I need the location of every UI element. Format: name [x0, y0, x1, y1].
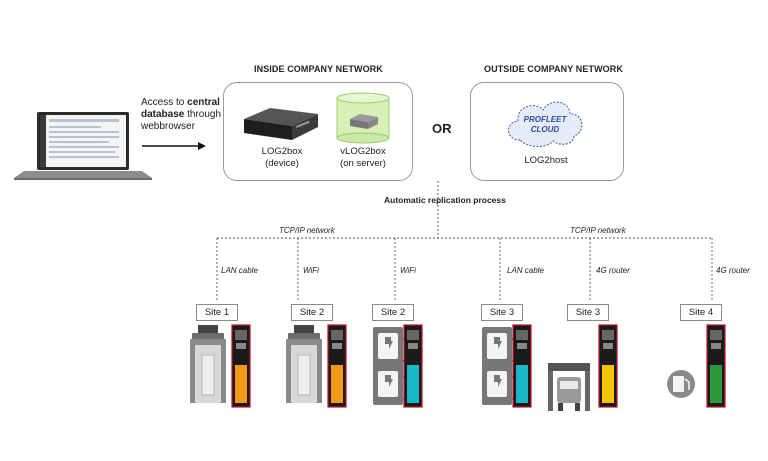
cloud-label: PROFLEET CLOUD: [523, 115, 567, 134]
connection-label: WiFi: [303, 266, 319, 275]
connection-label: 4G router: [716, 266, 750, 275]
pump-terminal-icon: [512, 324, 532, 408]
charger-bay-icon: [189, 324, 227, 404]
truck-wash-icon: [548, 363, 590, 411]
site-label: Site 2: [291, 304, 333, 321]
log2host-label: LOG2host: [524, 155, 568, 166]
replication-label: Automatic replication process: [384, 195, 506, 205]
vlog2box-label: vLOG2box (on server): [340, 146, 386, 169]
log2box-label: LOG2box (device): [261, 146, 303, 169]
fuel-pump-icon: [666, 369, 696, 399]
site-label: Site 1: [196, 304, 238, 321]
connection-label: LAN cable: [221, 266, 258, 275]
site-label: Site 3: [567, 304, 609, 321]
connection-label: 4G router: [596, 266, 630, 275]
access-description: Access to central database through webbr…: [141, 97, 222, 132]
site-label: Site 2: [372, 304, 414, 321]
site-label: Site 4: [680, 304, 722, 321]
access-arrow-head: [198, 142, 206, 150]
pump-terminal-icon: [403, 324, 423, 408]
ev-charger-icon: [481, 326, 518, 406]
site-label: Site 3: [481, 304, 523, 321]
or-label: OR: [432, 121, 452, 136]
tcp-network-label-right: TCP/IP network: [570, 226, 626, 235]
charger-bay-icon: [285, 324, 323, 404]
connection-label: LAN cable: [507, 266, 544, 275]
pump-terminal-icon: [598, 324, 618, 408]
outside-network-header: OUTSIDE COMPANY NETWORK: [484, 64, 623, 74]
pump-terminal-icon: [706, 324, 726, 408]
connection-label: WiFi: [400, 266, 416, 275]
ev-charger-icon: [372, 326, 409, 406]
pump-terminal-icon: [327, 324, 347, 408]
pump-terminal-icon: [231, 324, 251, 408]
inside-network-header: INSIDE COMPANY NETWORK: [254, 64, 383, 74]
dashed-network: [216, 181, 713, 300]
tcp-network-label-left: TCP/IP network: [279, 226, 335, 235]
